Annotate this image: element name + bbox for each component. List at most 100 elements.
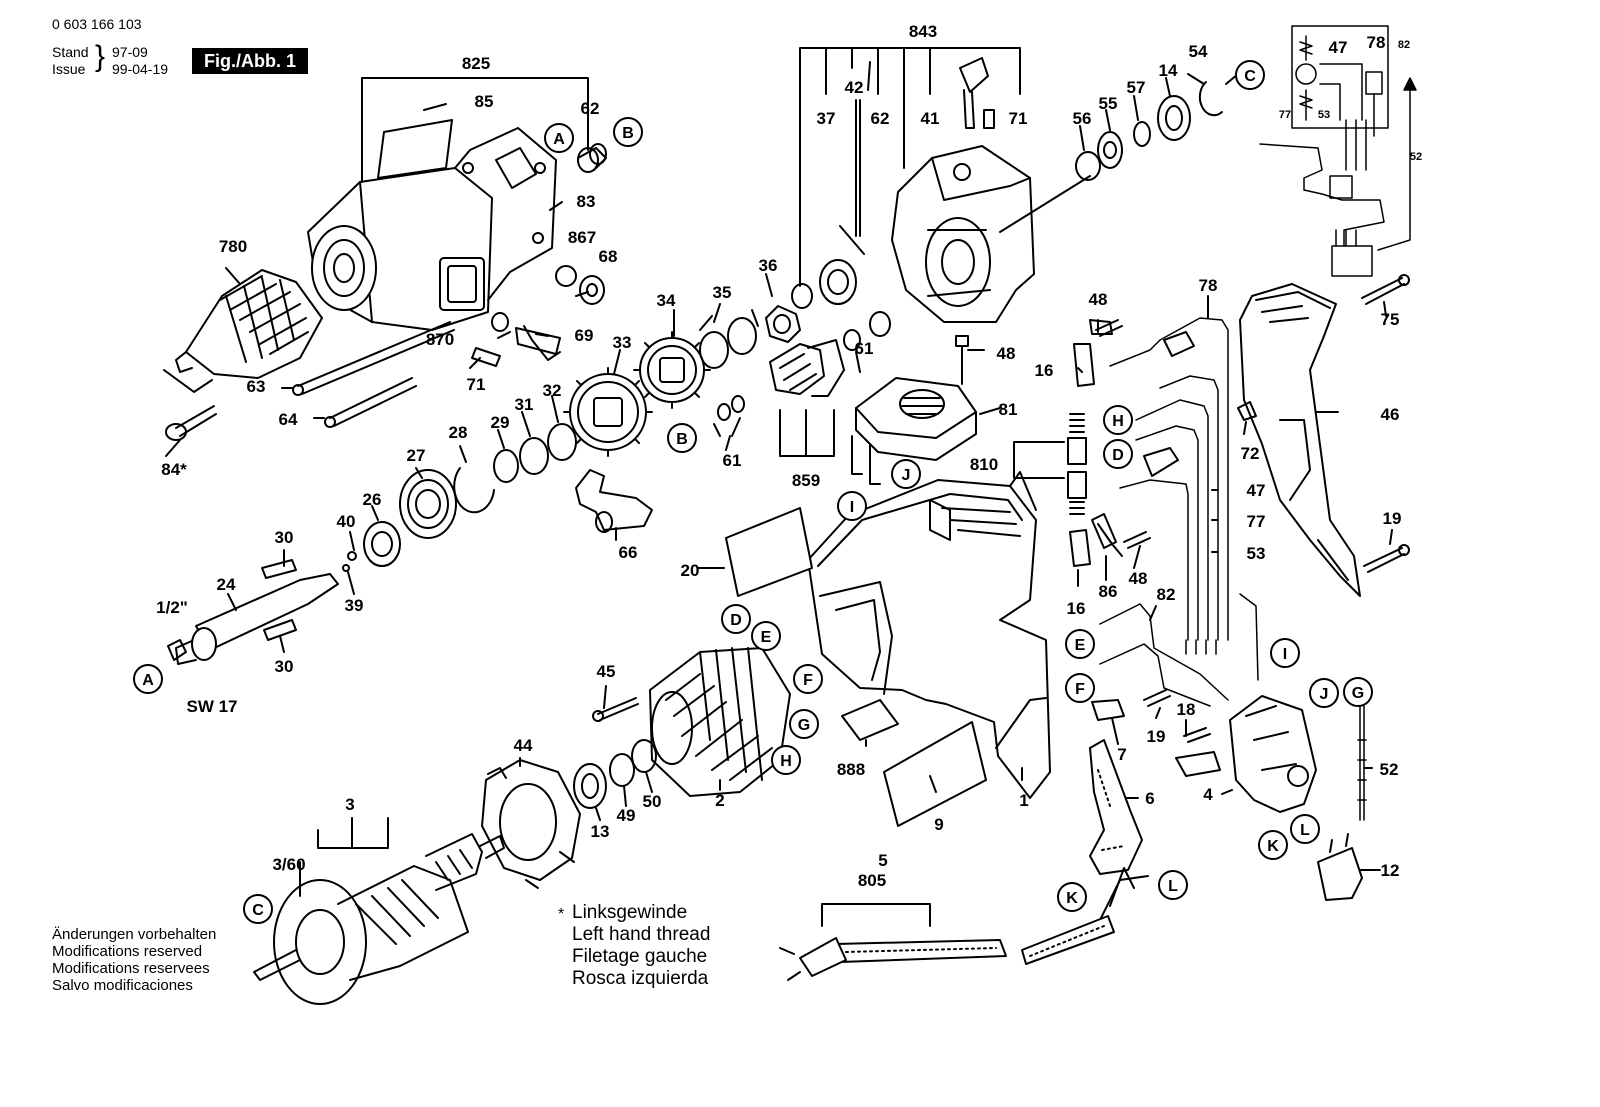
part-label-43: 61 [855,339,874,358]
carbon-brushes-drawing [1013,319,1123,567]
callout-g-18: G [1343,677,1373,707]
note-line-fr: Modifications reservees [52,960,210,977]
part-label-47: 810 [970,455,998,474]
callout-letter: E [761,629,772,646]
part-label-8: 69 [575,326,594,345]
callout-f-7: F [793,664,823,694]
part-label-51: 75 [1381,310,1400,329]
callout-letter: B [622,125,634,142]
note-line-de: Änderungen vorbehalten [52,926,217,943]
callout-k-19: K [1258,830,1288,860]
callout-i-10: I [837,491,867,521]
bolt-63 [297,321,455,395]
callout-a-0: A [544,123,574,153]
callout-circle [771,745,801,775]
part-label-3: 83 [577,192,596,211]
part-label-85: 82 [1398,39,1410,51]
part-label-11: 64 [279,410,298,429]
callout-circle [243,894,273,924]
part-label-50: 78 [1199,276,1218,295]
part-label-57: 19 [1383,509,1402,528]
part-label-49: 16 [1035,361,1054,380]
callout-letter: B [676,431,688,448]
part-label-7: 870 [426,330,454,349]
part-label-62: 82 [1157,585,1176,604]
part-label-15: 37 [817,109,836,128]
callout-circle [837,491,867,521]
part-label-25: 35 [713,283,732,302]
callout-g-8: G [789,709,819,739]
part-label-61: 20 [681,561,700,580]
callout-letter: D [1112,447,1124,464]
callout-letter: D [730,612,742,629]
part-label-46: 81 [999,400,1018,419]
part-label-80: 12 [1381,861,1400,880]
callout-circle [1103,439,1133,469]
callout-letter: H [1112,413,1124,430]
part-label-88: 52 [1410,151,1422,163]
speed-switch-drawing [851,335,977,485]
part-number: 0 603 166 103 [52,16,142,32]
callout-circle [1065,673,1095,703]
part-label-39: 30 [275,657,294,676]
part-label-60: 16 [1067,599,1086,618]
part-label-63: 45 [597,662,616,681]
callout-f-15: F [1065,673,1095,703]
part-label-52: 46 [1381,405,1400,424]
callout-c-23: C [243,894,273,924]
part-label-48: 48 [1089,290,1108,309]
callout-circle [613,117,643,147]
part-label-84: 78 [1367,33,1386,52]
part-label-29: 31 [515,395,534,414]
part-label-31: 28 [449,423,468,442]
part-label-67: 13 [591,822,610,841]
callout-letter: C [1244,68,1256,85]
issue-label: Issue [52,61,86,77]
part-label-64: 44 [514,736,533,755]
part-label-23: 14 [1159,61,1178,80]
part-label-42: 61 [723,451,742,470]
part-label-74: 7 [1117,745,1126,764]
gear-housing-drawing [307,77,589,331]
part-label-40: SW 17 [186,697,237,716]
callout-circle [793,664,823,694]
part-label-58: 48 [1129,569,1148,588]
part-label-20: 56 [1073,109,1092,128]
callout-circle [751,621,781,651]
part-label-71: 888 [837,760,865,779]
callout-letter: F [1075,681,1085,698]
callout-letter: E [1075,637,1086,654]
part-label-30: 29 [491,413,510,432]
part-label-38: 1/2" [156,598,188,617]
armature-drawing [253,817,505,1005]
note-line-en: Modifications reserved [52,943,203,960]
callout-letter: I [1283,646,1287,663]
callout-circle [1057,882,1087,912]
part-label-78: 4 [1203,785,1213,804]
callout-a-4: A [133,664,163,694]
callout-circle [1158,870,1188,900]
part-label-72: 9 [934,815,943,834]
figure-label: Fig./Abb. 1 [192,48,308,74]
part-label-14: 42 [845,78,864,97]
callout-letter: H [780,753,792,770]
callout-circle [1103,405,1133,435]
callout-letter: F [803,672,813,689]
part-label-37: 24 [217,575,236,594]
note-line-es: Salvo modificaciones [52,977,193,994]
part-label-19: 54 [1189,42,1208,61]
part-label-76: 18 [1177,700,1196,719]
part-label-27: 33 [613,333,632,352]
callout-l-20: L [1290,814,1320,844]
trigger-switch-drawing [1091,689,1317,813]
part-label-86: 77 [1279,109,1291,121]
issue-date: 99-04-19 [112,61,169,77]
stand-label: Stand [52,44,89,60]
part-label-59: 86 [1099,582,1118,601]
callout-h-9: H [771,745,801,775]
callout-c-2: C [1235,60,1265,90]
part-label-45: 48 [997,344,1016,363]
part-label-35: 39 [345,596,364,615]
part-label-70: 2 [715,791,724,810]
